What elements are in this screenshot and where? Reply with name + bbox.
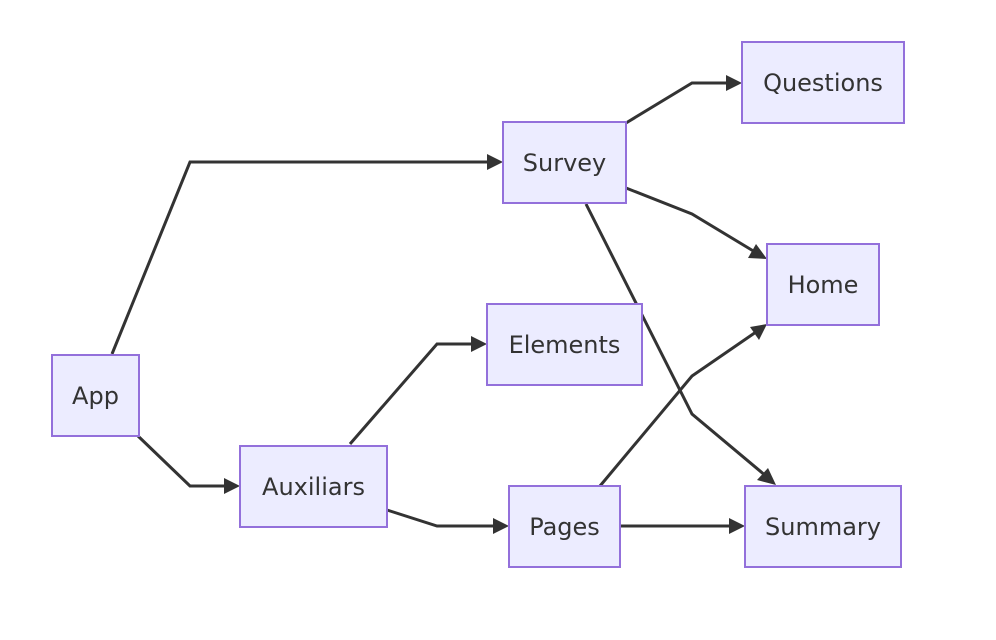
node-home[interactable]: Home	[766, 243, 880, 326]
edge-auxiliars-pages	[386, 508, 495, 528]
node-label-summary: Summary	[765, 513, 881, 541]
node-label-survey: Survey	[523, 149, 606, 177]
arrowhead-icon	[748, 244, 767, 259]
node-box	[486, 303, 643, 386]
node-box	[766, 243, 880, 326]
node-label-elements: Elements	[509, 331, 621, 359]
node-summary[interactable]: Summary	[744, 485, 902, 568]
nodes: App Auxiliars Survey Elements Pages Ques…	[51, 41, 905, 568]
edge-survey-summary	[584, 203, 767, 478]
edge-survey-home	[625, 186, 756, 254]
arrowhead-icon	[224, 478, 240, 494]
edge-app-survey	[110, 160, 490, 355]
edge-auxiliars-elements	[348, 342, 473, 445]
edge-pages-home	[598, 330, 757, 487]
edge-survey-questions	[625, 81, 728, 125]
node-label-questions: Questions	[763, 69, 883, 97]
arrowhead-icon	[487, 154, 503, 170]
arrowhead-icon	[757, 468, 776, 485]
arrowhead-icon	[750, 324, 767, 340]
node-box	[502, 121, 627, 204]
node-label-auxiliars: Auxiliars	[262, 473, 365, 501]
node-app[interactable]: App	[51, 354, 140, 437]
node-elements[interactable]: Elements	[486, 303, 643, 386]
node-auxiliars[interactable]: Auxiliars	[239, 445, 388, 528]
node-label-pages: Pages	[529, 513, 600, 541]
node-box	[741, 41, 905, 124]
node-box	[239, 445, 388, 528]
node-label-app: App	[72, 382, 119, 410]
node-label-home: Home	[788, 271, 859, 299]
arrowhead-icon	[729, 518, 745, 534]
node-box	[508, 485, 621, 568]
edge-app-auxiliars	[136, 434, 226, 488]
node-pages[interactable]: Pages	[508, 485, 621, 568]
arrowhead-icon	[726, 75, 742, 91]
node-box	[744, 485, 902, 568]
node-box	[51, 354, 140, 437]
arrowhead-icon	[471, 336, 487, 352]
node-survey[interactable]: Survey	[502, 121, 627, 204]
node-questions[interactable]: Questions	[741, 41, 905, 124]
arrowhead-icon	[493, 518, 509, 534]
edges	[110, 75, 776, 534]
